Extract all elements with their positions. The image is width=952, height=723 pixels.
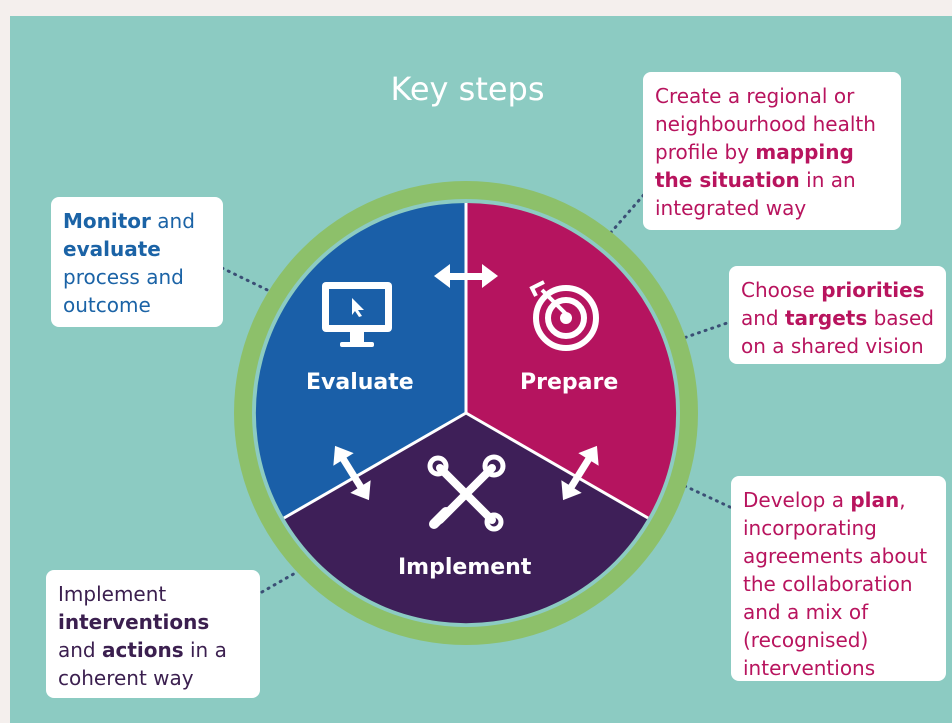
diagram-title: Key steps [390, 70, 545, 108]
callout-prepare-right: Choose priorities and targets based on a… [729, 266, 946, 364]
arrow-evaluate-prepare [434, 264, 498, 288]
prepare-segment [466, 202, 677, 519]
tools-icon [427, 454, 506, 532]
connector-prepare-right [670, 320, 732, 344]
callout-implement-left: Implement interventions and actions in a… [46, 570, 260, 698]
callout-evaluate-left: Monitor and evaluate process and outcome [51, 197, 223, 327]
prepare-label: Prepare [520, 370, 619, 395]
callout-prepare-top: Create a regional or neighbourhood healt… [643, 72, 901, 230]
evaluate-segment [255, 202, 466, 519]
connector-evaluate-left [220, 266, 290, 302]
connector-prepare-top [604, 188, 650, 240]
callout-implement-right: Develop a plan, incorporating agreements… [731, 476, 946, 681]
monitor-icon [322, 282, 392, 347]
arrow-prepare-implement [561, 445, 599, 501]
evaluate-label: Evaluate [306, 370, 414, 395]
implement-label: Implement [398, 555, 532, 580]
connector-implement-right [670, 478, 734, 510]
arrow-evaluate-implement [333, 445, 371, 501]
target-icon [529, 280, 599, 351]
